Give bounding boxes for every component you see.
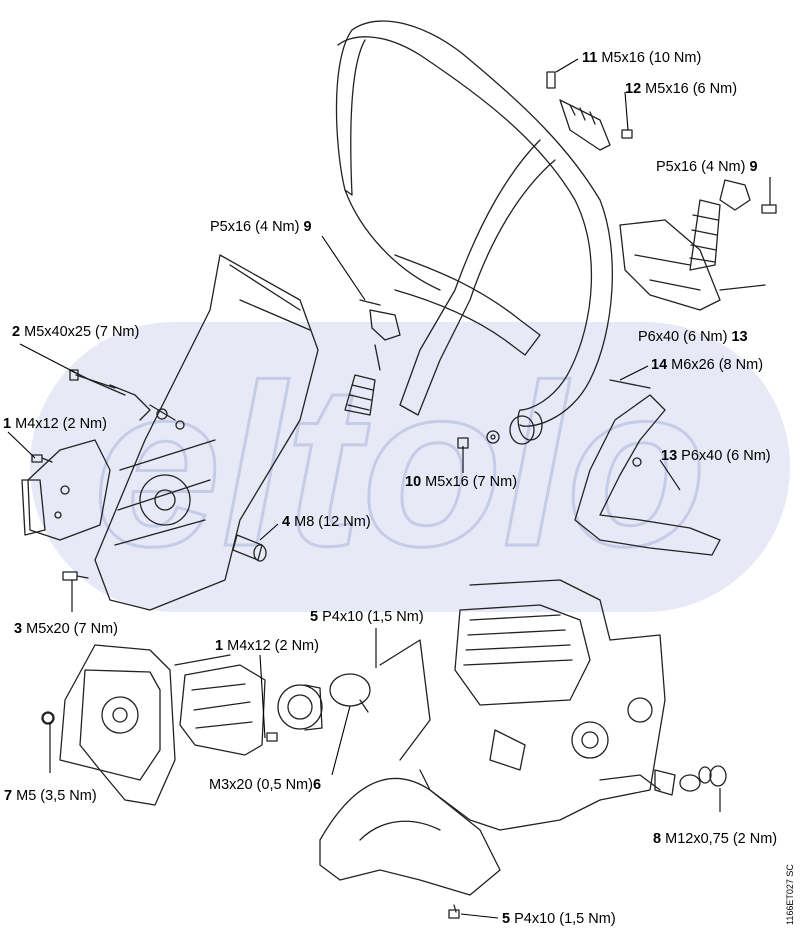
nut-m5 xyxy=(41,711,55,725)
callout-8: 8 M12x0,75 (2 Nm) xyxy=(653,831,777,847)
callout-number: 4 xyxy=(282,514,291,530)
callout-spec: M4x12 (2 Nm) xyxy=(227,638,319,654)
callout-6: M3x20 (0,5 Nm)6 xyxy=(209,777,321,793)
callout-9-right: P5x16 (4 Nm) 9 xyxy=(656,159,758,175)
antivibration-spring-right xyxy=(689,179,777,271)
drawing-code: 1166ET027 SC xyxy=(785,864,795,925)
watermark-text: eltolo xyxy=(93,337,706,594)
leader-1 xyxy=(7,431,36,459)
spring-and-bolts-center xyxy=(344,299,401,416)
callout-spec: M4x12 (2 Nm) xyxy=(15,416,107,432)
callout-number: 7 xyxy=(4,788,13,804)
callout-number: 5 xyxy=(310,609,319,625)
callout-5-bottom: 5 P4x10 (1,5 Nm) xyxy=(502,911,616,927)
engine-block xyxy=(319,579,666,896)
callout-4: 4 M8 (12 Nm) xyxy=(282,514,371,530)
callout-1-bottom: 1 M4x12 (2 Nm) xyxy=(215,638,319,654)
fan-housing xyxy=(69,254,319,611)
callout-number: 13 xyxy=(661,448,678,464)
leader-6 xyxy=(331,705,351,776)
callout-number: 13 xyxy=(731,329,748,345)
starter-pawl-plate xyxy=(21,439,111,541)
callout-7: 7 M5 (3,5 Nm) xyxy=(4,788,97,804)
callout-number: 3 xyxy=(14,621,23,637)
antivibration-spring-top xyxy=(546,71,633,151)
callout-number: 11 xyxy=(582,50,598,66)
front-handle-bar xyxy=(335,20,613,441)
callout-spec: M5x20 (7 Nm) xyxy=(26,621,118,637)
callout-spec: P6x40 (6 Nm) xyxy=(681,448,771,464)
callout-spec: M5x40x25 (7 Nm) xyxy=(24,324,140,340)
leader-9b xyxy=(321,235,366,301)
callout-spec: P4x10 (1,5 Nm) xyxy=(514,911,616,927)
leader-4 xyxy=(259,523,279,541)
collar-m8 xyxy=(232,534,267,562)
callout-number: 8 xyxy=(653,831,662,847)
leader-1b xyxy=(259,654,266,739)
callout-spec: M5x16 (7 Nm) xyxy=(425,474,518,490)
bolt-p4x10-bottom xyxy=(448,904,460,919)
leader-2 xyxy=(19,343,77,374)
callout-spec: P6x40 (6 Nm) xyxy=(638,329,728,345)
leader-13 xyxy=(659,459,681,491)
rear-handle-guard xyxy=(574,379,721,556)
callout-spec: M5x16 (6 Nm) xyxy=(645,81,738,97)
callout-spec: M12x0,75 (2 Nm) xyxy=(665,831,778,847)
callout-number: 6 xyxy=(312,777,322,793)
callout-spec: P5x16 (4 Nm) xyxy=(210,219,300,235)
callout-number: 2 xyxy=(12,324,21,340)
leader-12 xyxy=(624,91,629,131)
callout-spec: M3x20 (0,5 Nm) xyxy=(209,777,313,793)
callout-spec: M5x16 (10 Nm) xyxy=(601,50,702,66)
callout-5-top: 5 P4x10 (1,5 Nm) xyxy=(310,609,424,625)
callout-spec: P5x16 (4 Nm) xyxy=(656,159,746,175)
leader-5b xyxy=(460,913,499,919)
handle-mount-bracket xyxy=(619,219,766,311)
callout-number: 1 xyxy=(215,638,224,654)
callout-9-center: P5x16 (4 Nm) 9 xyxy=(210,219,312,235)
clutch-parts-right xyxy=(654,765,727,796)
callout-2: 2 M5x40x25 (7 Nm) xyxy=(12,324,139,340)
air-filter-plate xyxy=(42,644,176,806)
leader-14 xyxy=(619,365,649,381)
callout-spec: M6x26 (8 Nm) xyxy=(671,357,764,373)
callout-number: 10 xyxy=(405,474,422,490)
callout-number: 14 xyxy=(651,357,668,373)
callout-number: 5 xyxy=(502,911,511,927)
callout-10: 10 M5x16 (7 Nm) xyxy=(405,474,517,490)
callout-spec: M5 (3,5 Nm) xyxy=(16,788,97,804)
intake-manifold xyxy=(277,684,323,731)
callout-14: 14 M6x26 (8 Nm) xyxy=(651,357,763,373)
leader-11 xyxy=(555,58,579,73)
callout-12: 12 M5x16 (6 Nm) xyxy=(625,81,737,97)
callout-13-bottom: 13 P6x40 (6 Nm) xyxy=(661,448,771,464)
callout-number: 9 xyxy=(303,219,312,235)
bolt-m4-left xyxy=(31,454,53,463)
bolt-m5x20-left xyxy=(62,571,89,581)
bolt-m5x40-left xyxy=(69,369,116,389)
callout-3: 3 M5x20 (7 Nm) xyxy=(14,621,118,637)
callout-number: 12 xyxy=(625,81,642,97)
leader-lines xyxy=(7,58,771,919)
carburetor xyxy=(174,654,278,756)
callout-11: 11 M5x16 (10 Nm) xyxy=(582,50,701,66)
callout-spec: P4x10 (1,5 Nm) xyxy=(322,609,424,625)
callout-number: 1 xyxy=(3,416,12,432)
callout-13-top: P6x40 (6 Nm) 13 xyxy=(638,329,748,345)
callout-spec: M8 (12 Nm) xyxy=(294,514,371,530)
callout-number: 9 xyxy=(749,159,758,175)
callout-1-top: 1 M4x12 (2 Nm) xyxy=(3,416,107,432)
